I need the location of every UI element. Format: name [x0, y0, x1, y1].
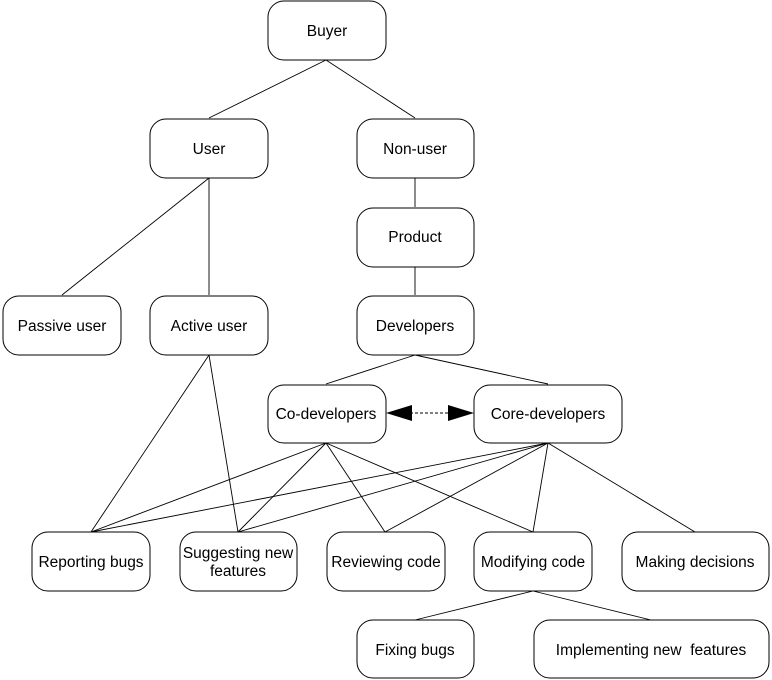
edges — [61, 59, 696, 621]
bidirectional-arrow — [386, 405, 474, 421]
node-co-developers: Co-developers — [267, 384, 387, 444]
node-reporting-bugs: Reporting bugs — [31, 531, 151, 592]
edge-co-developers-reporting-bugs — [90, 442, 327, 533]
edge-co-developers-modifying-code — [325, 442, 534, 533]
edge-core-developers-reviewing-code — [384, 442, 549, 533]
edge-co-developers-suggesting-features — [237, 442, 327, 533]
node-suggesting-features: Suggesting new features — [179, 531, 298, 592]
node-active-user: Active user — [149, 295, 269, 356]
edge-active-user-suggesting-features — [208, 354, 239, 533]
node-passive-user-label: Passive user — [18, 318, 107, 335]
edge-modifying-code-implementing-features — [532, 590, 652, 621]
node-buyer-label: Buyer — [307, 23, 348, 40]
node-product-label: Product — [388, 229, 442, 246]
node-fixing-bugs-label: Fixing bugs — [375, 642, 455, 659]
arrowhead-left — [386, 405, 412, 421]
node-implementing-features-label: Implementing new features — [556, 642, 747, 659]
node-passive-user: Passive user — [2, 295, 122, 356]
node-making-decisions: Making decisions — [621, 531, 770, 592]
edge-active-user-reporting-bugs — [90, 354, 210, 533]
edge-core-developers-making-decisions — [547, 442, 696, 533]
node-reviewing-code: Reviewing code — [326, 531, 446, 592]
edge-core-developers-reporting-bugs — [90, 442, 549, 533]
edge-modifying-code-fixing-bugs — [414, 590, 534, 621]
node-product: Product — [356, 207, 475, 268]
node-core-developers: Core-developers — [473, 384, 623, 444]
node-making-decisions-label: Making decisions — [636, 554, 755, 571]
node-core-developers-label: Core-developers — [491, 406, 606, 423]
edge-developers-core-developers — [414, 354, 549, 385]
node-suggesting-features-label-line2: features — [210, 563, 266, 580]
node-developers: Developers — [356, 295, 475, 356]
arrowhead-right — [448, 405, 474, 421]
node-co-developers-label: Co-developers — [276, 406, 377, 423]
node-user: User — [149, 118, 269, 179]
edge-buyer-non-user — [325, 59, 416, 119]
node-fixing-bugs: Fixing bugs — [356, 619, 475, 679]
edge-user-passive-user — [61, 177, 210, 296]
node-buyer: Buyer — [267, 0, 387, 61]
node-user-label: User — [193, 141, 226, 158]
node-non-user: Non-user — [356, 118, 475, 179]
edge-co-developers-reviewing-code — [325, 442, 386, 533]
node-suggesting-features-label-line1: Suggesting new — [183, 545, 294, 562]
edge-developers-co-developers — [325, 354, 416, 385]
node-reporting-bugs-label: Reporting bugs — [38, 554, 143, 571]
edge-buyer-user — [208, 59, 327, 119]
node-implementing-features: Implementing new features — [533, 619, 770, 679]
node-modifying-code: Modifying code — [473, 531, 593, 592]
node-non-user-label: Non-user — [383, 141, 447, 158]
node-active-user-label: Active user — [171, 318, 248, 335]
node-reviewing-code-label: Reviewing code — [331, 554, 440, 571]
edge-core-developers-suggesting-features — [237, 442, 549, 533]
node-developers-label: Developers — [376, 318, 455, 335]
edge-core-developers-modifying-code — [532, 442, 549, 533]
node-modifying-code-label: Modifying code — [481, 554, 585, 571]
